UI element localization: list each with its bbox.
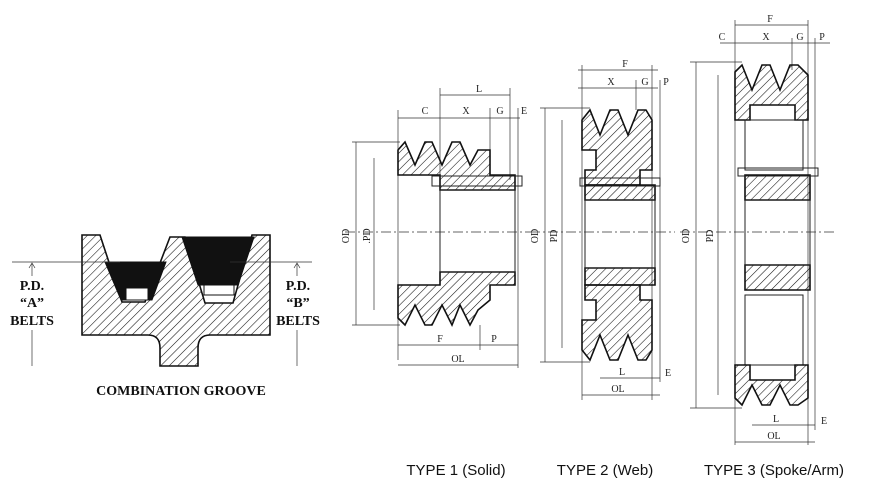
pd-b-label-1: P.D.: [286, 279, 310, 294]
type3-setscrew: [737, 167, 819, 177]
type3-rim-upper: [734, 63, 809, 121]
type3-hub-lower: [744, 264, 811, 291]
type1-dim-c: C: [422, 106, 429, 117]
type3-dim-od: OD: [681, 229, 692, 243]
type2-dim-x: X: [607, 77, 615, 88]
type2-dim-g: G: [641, 77, 648, 88]
type1-setscrew: [431, 175, 523, 187]
combination-groove-title: COMBINATION GROOVE: [96, 384, 266, 399]
type3-rim-lower: [734, 364, 809, 407]
type1-bore: [439, 189, 516, 273]
belt-b-gap: [203, 284, 235, 296]
type3-spoke-lower: [744, 294, 804, 366]
type3-bore: [744, 199, 811, 266]
type2-dim-e: E: [665, 368, 671, 379]
type3-dim-x: X: [762, 32, 770, 43]
belt-a-gap: [125, 287, 149, 301]
type1-dim-p: P: [491, 334, 497, 345]
type2-setscrew: [579, 177, 661, 187]
type3-dim-f: F: [767, 14, 773, 25]
type3-dim-g: G: [796, 32, 803, 43]
type1-dim-od: OD: [341, 229, 352, 243]
type2-dim-pd: PD: [549, 230, 560, 243]
arrow-a-head: [28, 262, 36, 269]
type2-lower-section: [581, 284, 653, 362]
type2-upper-section: [581, 108, 653, 186]
type1-dim-pd: .PD: [362, 228, 373, 243]
type3-dim-ol: OL: [767, 431, 780, 442]
type3-dim-l: L: [773, 414, 779, 425]
arrow-b-head: [293, 262, 301, 269]
type1-lower-section: [397, 271, 516, 327]
type1-dim-l: L: [476, 84, 482, 95]
belt-a: [104, 261, 167, 301]
type2-dim-ol: OL: [611, 384, 624, 395]
type1-dim-x: X: [462, 106, 470, 117]
type1-caption: TYPE 1 (Solid): [406, 462, 505, 479]
type3-caption: TYPE 3 (Spoke/Arm): [704, 462, 844, 479]
type2-dim-f: F: [622, 59, 628, 70]
pd-a-label-1: P.D.: [20, 279, 44, 294]
type1-dim-g: G: [496, 106, 503, 117]
type1-dim-f: F: [437, 334, 443, 345]
combination-groove-figure: P.D. “A” BELTS P.D. “B” BELTS COMBINATIO…: [10, 234, 320, 399]
pd-b-label-3: BELTS: [276, 314, 320, 329]
type3-figure: F C X G P OD PD L E OL TYPE 3 (Spoke/Arm…: [680, 14, 844, 479]
pd-a-label-2: “A”: [20, 296, 44, 311]
type3-hub-upper: [744, 174, 811, 201]
type1-dim-e: E: [521, 106, 527, 117]
type1-figure: C X L G E OD .PD F P OL TYPE 1 (Solid): [341, 84, 530, 479]
type2-figure: F X G P OD PD L E OL TYPE 2 (Web): [530, 59, 675, 479]
type2-bore: [584, 199, 656, 269]
type3-dim-e: E: [821, 416, 827, 427]
type2-caption: TYPE 2 (Web): [557, 462, 653, 479]
pd-a-label-3: BELTS: [10, 314, 54, 329]
pd-b-label-2: “B”: [286, 296, 309, 311]
belt-b: [181, 236, 255, 286]
groove-section: [81, 234, 271, 367]
type1-dim-ol: OL: [451, 354, 464, 365]
type2-hub-upper: [584, 184, 656, 201]
type2-dim-l: L: [619, 367, 625, 378]
type3-spoke-upper: [744, 119, 804, 171]
type3-dim-p: P: [819, 32, 825, 43]
type2-hub-lower: [584, 267, 656, 286]
type3-dim-c: C: [719, 32, 726, 43]
type2-dim-p: P: [663, 77, 669, 88]
type2-dim-od: OD: [530, 229, 541, 243]
type3-dim-pd: PD: [705, 230, 716, 243]
type1-upper-section: [397, 140, 516, 191]
